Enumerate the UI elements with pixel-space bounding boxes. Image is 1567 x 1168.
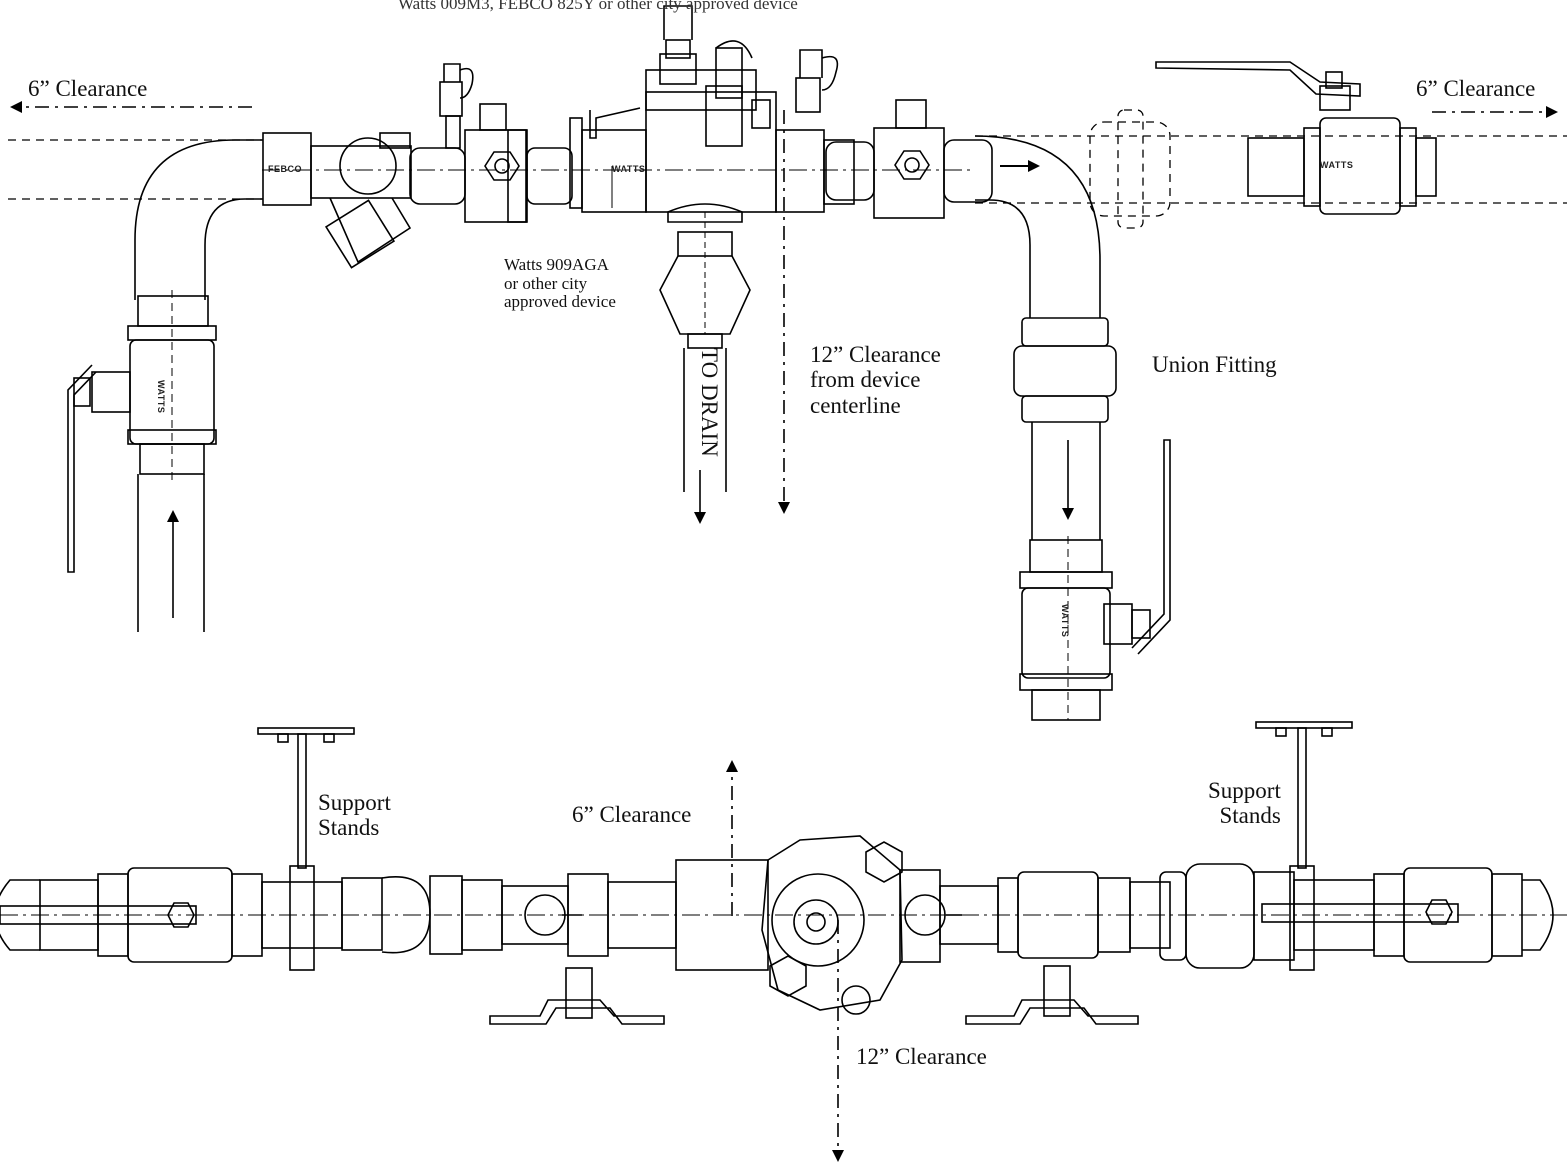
clearance-label-left: 6” Clearance (28, 76, 148, 101)
to-drain-label: TO DRAIN (697, 348, 722, 457)
main-device-body (569, 5, 855, 349)
clearance-12-bottom-label: 12” Clearance (856, 1044, 987, 1069)
right-ball-valve (1019, 439, 1171, 721)
strainer-body (262, 132, 412, 269)
bottom-pipeline (0, 835, 1554, 1025)
union-fitting-label: Union Fitting (1152, 352, 1277, 377)
right-drop-pipe (1031, 422, 1101, 540)
outlet-shutoff-valve (825, 99, 993, 219)
watts-logo-top-right-valve: WATTS (1320, 160, 1354, 170)
pipe-extension-dashed-lines (8, 109, 1567, 229)
union-fitting (1013, 317, 1117, 423)
right-elbow-pipe (974, 135, 1101, 318)
watts-logo-main: WATTS (612, 164, 646, 174)
watts-logo-left-valve: WATTS (156, 380, 166, 414)
left-riser-pipe (137, 474, 205, 632)
device-note: Watts 909AGA or other city approved devi… (504, 255, 616, 312)
support-stands-label-right: Support Stands (1208, 778, 1281, 829)
top-caption: Watts 009M3, FEBCO 825Y or other city ap… (398, 0, 798, 13)
clearance-12-center-label: 12” Clearance from device centerline (810, 342, 941, 418)
watts-logo-right-valve: WATTS (1060, 604, 1070, 638)
left-elbow-pipe (134, 139, 263, 300)
drain-pipe (683, 348, 727, 524)
test-cock-1 (439, 63, 474, 149)
clearance-label-right: 6” Clearance (1416, 76, 1536, 101)
febco-logo-text: FEBCO (268, 164, 302, 174)
top-right-ball-valve (1155, 61, 1437, 215)
inlet-shutoff-valve (409, 103, 573, 223)
left-ball-valve (67, 290, 217, 573)
clearance-6-top-label: 6” Clearance (572, 802, 692, 827)
support-stand-left (257, 727, 355, 971)
support-stand-right (1255, 721, 1353, 971)
support-stands-label-left: Support Stands (318, 790, 391, 841)
